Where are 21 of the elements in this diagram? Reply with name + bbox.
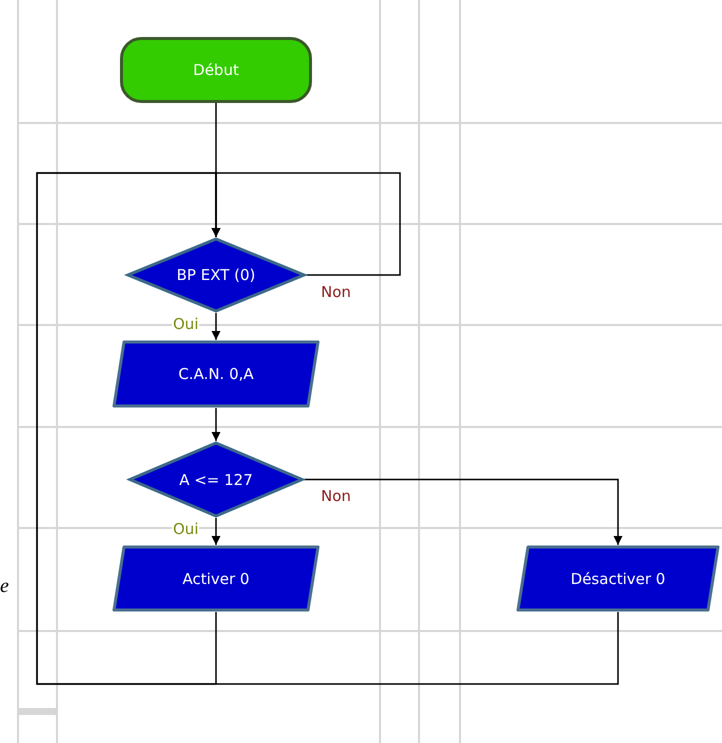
edge-label: Non [320,488,352,504]
input-output-parallelogram [516,545,720,612]
node-text: Désactiver 0 [570,570,666,588]
decision-diamond [128,441,304,518]
node-text: C.A.N. 0,A [178,365,254,383]
arrow [212,518,220,545]
decision-diamond [126,237,306,313]
start-terminal [120,37,312,103]
node-text: Activer 0 [182,570,250,588]
node-text: A <= 127 [179,470,253,488]
node-text: BP EXT (0) [176,266,256,284]
arrow [212,313,220,340]
edge-label: Oui [172,521,200,537]
edge-label: Non [320,284,352,300]
node-text: Début [193,61,239,79]
arrow [36,172,619,685]
input-output-parallelogram [112,545,320,612]
arrow [212,408,220,441]
input-output-parallelogram [112,340,320,408]
arrow [304,478,622,545]
edge-label: Oui [172,316,200,332]
